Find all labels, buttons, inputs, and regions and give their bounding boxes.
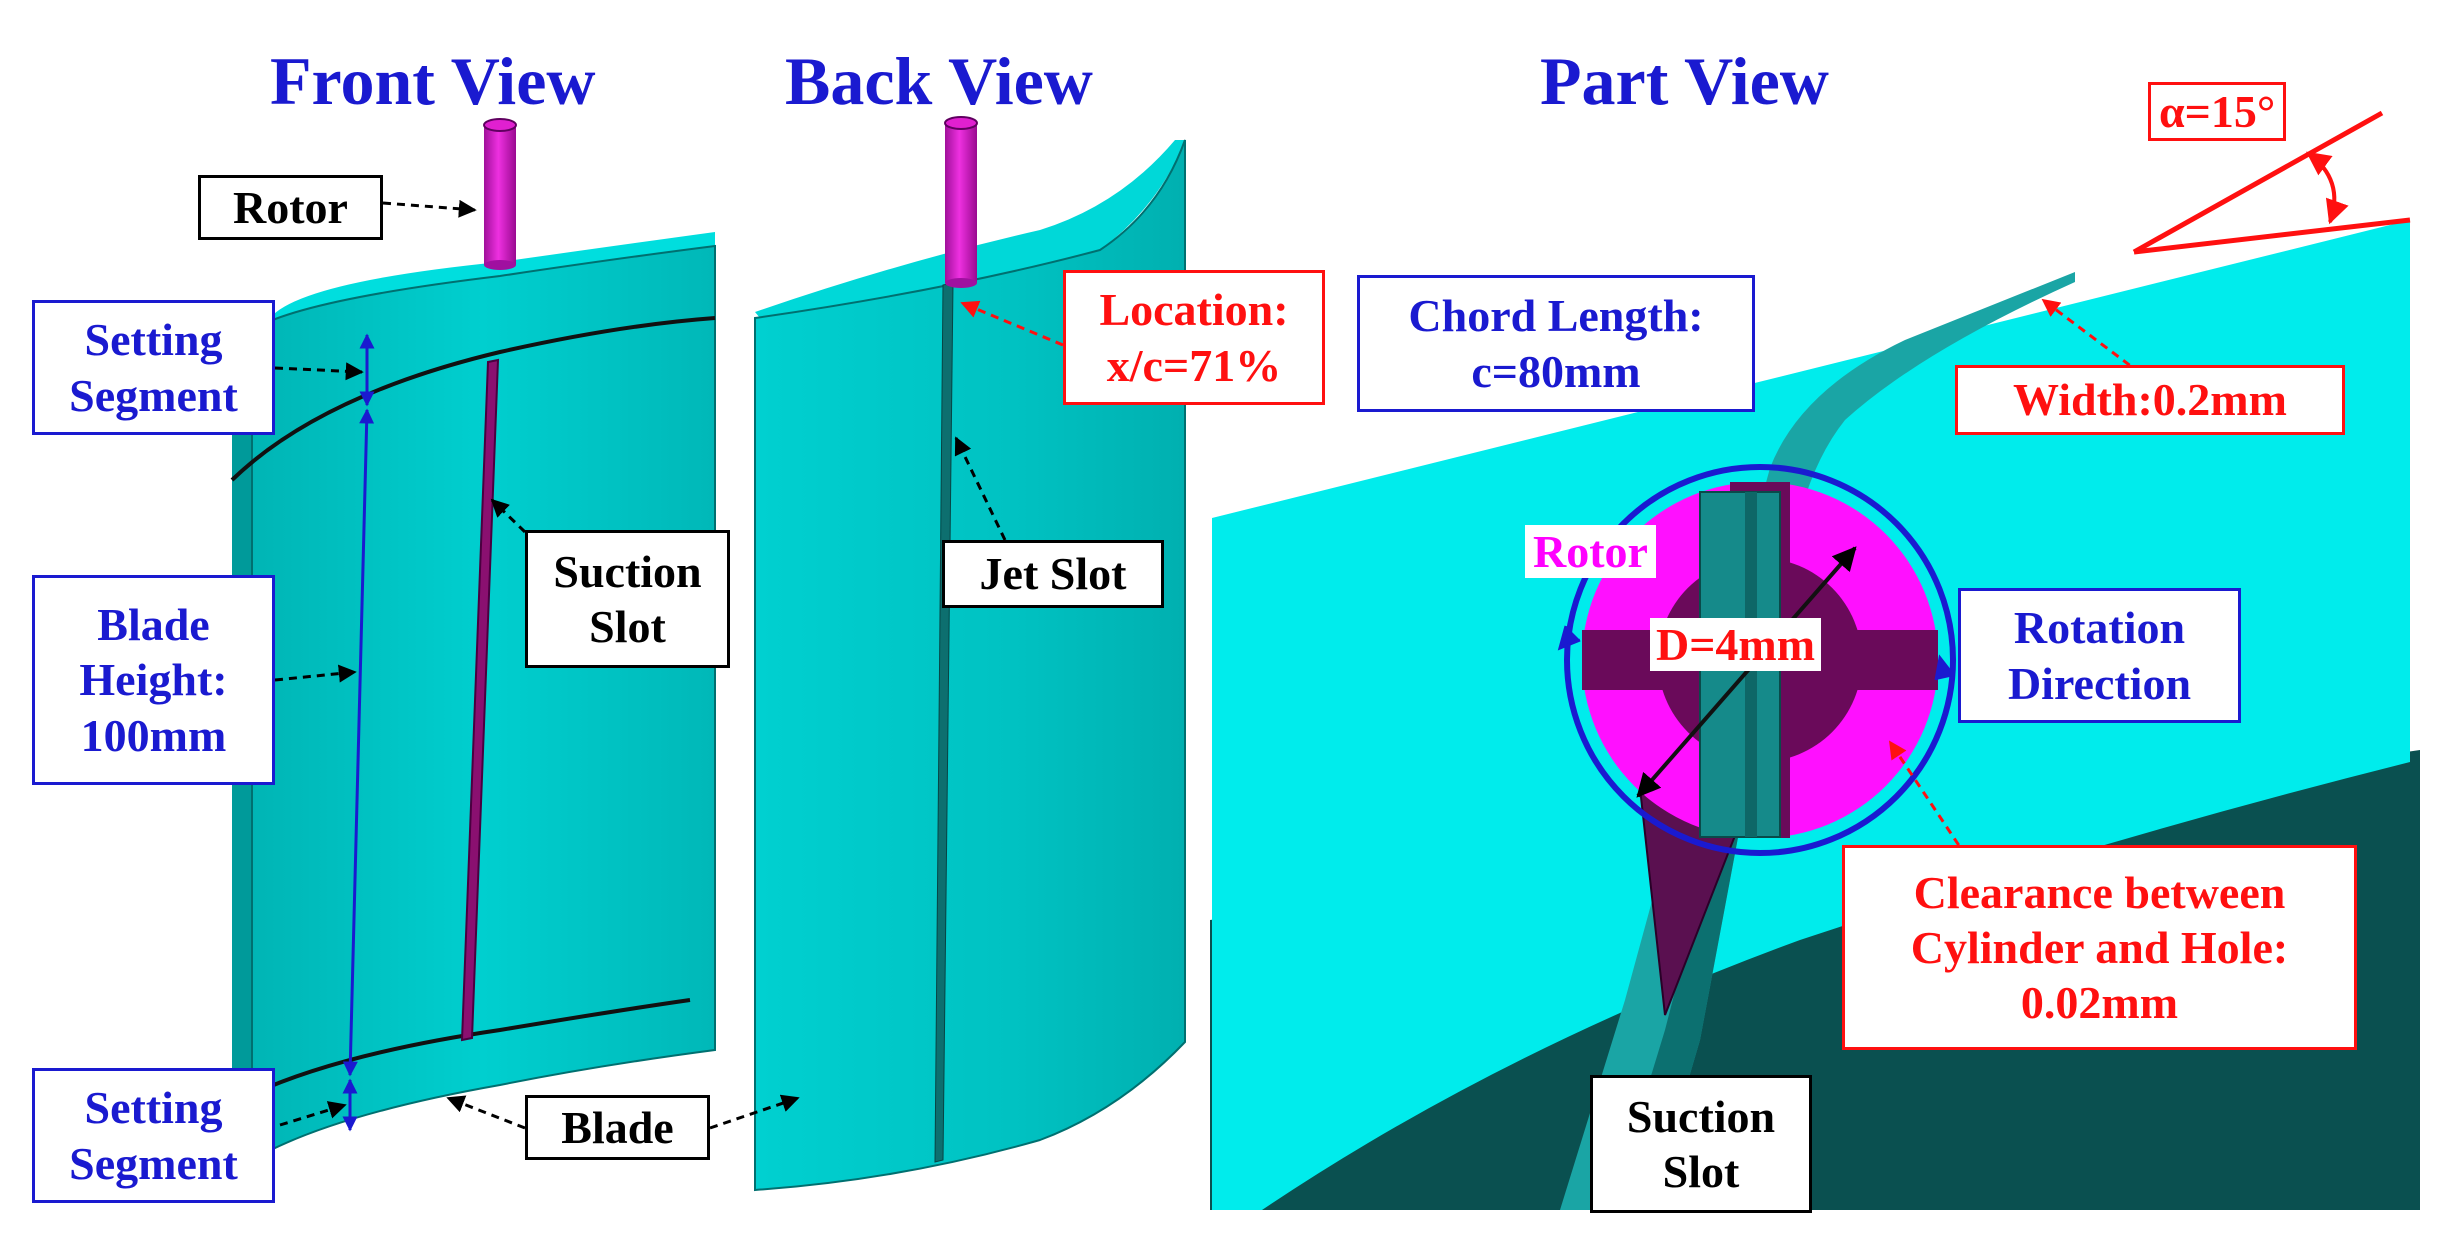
setting-segment-top-leader — [274, 362, 364, 381]
rotor-label-text: Rotor — [233, 181, 348, 233]
location-line2: x/c=71% — [1106, 339, 1282, 391]
rotation-direction-line2: Direction — [2007, 657, 2192, 709]
location-label: Location: x/c=71% — [1063, 270, 1325, 405]
rotation-direction-label: Rotation Direction — [1958, 588, 2241, 723]
jet-slot-leader — [954, 436, 1007, 541]
blade-height-line2: Height: — [79, 654, 228, 706]
chord-length-label: Chord Length: c=80mm — [1357, 275, 1755, 412]
rotation-arrow-left — [1557, 625, 1581, 651]
blade-leader-front — [446, 1095, 526, 1130]
rotor-part-label: Rotor — [1525, 525, 1656, 578]
suction-slot-front-label: Suction Slot — [525, 530, 730, 668]
setting-segment-bottom-line1: Setting — [84, 1082, 223, 1134]
front-blade-top-face — [270, 232, 715, 330]
suction-slot-leader — [490, 498, 527, 534]
back-blade-top-face — [755, 140, 1185, 318]
suction-slot-front-line1: Suction — [553, 545, 702, 597]
blade-height-line3: 100mm — [80, 709, 227, 761]
alpha-line-upper — [2132, 110, 2384, 255]
suction-slot-part-line2: Slot — [1662, 1146, 1740, 1197]
rotor-leader — [382, 199, 477, 218]
jet-slot-label: Jet Slot — [942, 540, 1164, 608]
blade-height-label: Blade Height: 100mm — [32, 575, 275, 785]
suction-slot-part-label: Suction Slot — [1590, 1075, 1812, 1213]
setting-segment-bottom-leader — [279, 1101, 347, 1127]
part-view-title: Part View — [1540, 43, 1829, 119]
setting-segment-top-line1: Setting — [84, 314, 223, 366]
front-view-blade — [230, 118, 716, 1162]
setting-segment-top-line2: Segment — [69, 369, 238, 421]
back-view-title: Back View — [785, 43, 1093, 119]
front-suction-slot — [460, 358, 500, 1042]
back-rotor-rod — [944, 116, 978, 288]
suction-slot-part-line1: Suction — [1626, 1090, 1776, 1142]
alpha-arc — [2306, 151, 2349, 225]
setting-segment-line-top — [230, 316, 716, 482]
width-leader — [2041, 298, 2153, 384]
setting-segment-bottom-line2: Segment — [69, 1137, 238, 1189]
location-line1: Location: — [1099, 284, 1289, 336]
setting-segment-top-label: Setting Segment — [32, 300, 275, 435]
front-view-title: Front View — [270, 43, 596, 119]
jet-slot-label-text: Jet Slot — [979, 548, 1127, 600]
blade-label: Blade — [525, 1095, 710, 1160]
clearance-line1: Clearance between — [1913, 866, 2286, 918]
width-label: Width:0.2mm — [1955, 365, 2345, 435]
diameter-label: D=4mm — [1650, 618, 1822, 671]
location-leader — [960, 300, 1064, 347]
clearance-label: Clearance between Cylinder and Hole: 0.0… — [1842, 845, 2357, 1050]
suction-slot-front-line2: Slot — [589, 601, 666, 652]
rotation-direction-circle — [1564, 464, 1956, 856]
chord-length-line2: c=80mm — [1471, 345, 1641, 397]
clearance-line2: Cylinder and Hole: — [1910, 921, 2289, 973]
rotation-arrow-right — [1934, 654, 1956, 681]
blade-leader-back — [709, 1094, 800, 1130]
width-label-text: Width:0.2mm — [2013, 374, 2287, 426]
blade-height-line1: Blade — [97, 599, 210, 651]
front-rotor-rod — [483, 118, 517, 270]
blade-label-text: Blade — [561, 1101, 674, 1153]
rotor-label: Rotor — [198, 175, 383, 240]
diameter-arrow — [1636, 546, 1857, 798]
rotation-direction-line1: Rotation — [2013, 602, 2186, 654]
blade-height-dim — [342, 408, 375, 1077]
chord-length-line1: Chord Length: — [1408, 290, 1704, 342]
clearance-line3: 0.02mm — [2020, 977, 2179, 1029]
setting-segment-line-bottom — [239, 998, 691, 1102]
setting-segment-bottom-label: Setting Segment — [32, 1068, 275, 1203]
alpha-label: α=15° — [2148, 82, 2287, 141]
alpha-line-lower — [2133, 217, 2411, 255]
